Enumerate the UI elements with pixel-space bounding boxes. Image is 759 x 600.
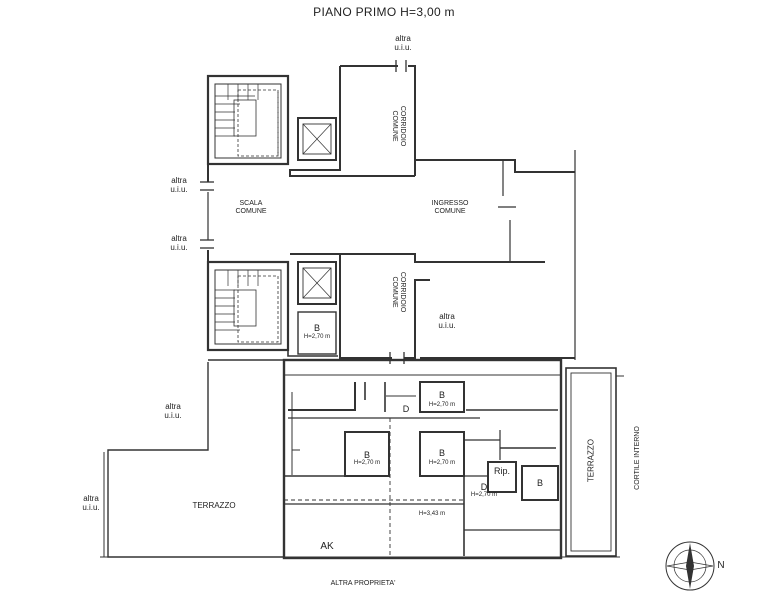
- label-altra-uiu-top: altra u.i.u.: [394, 34, 412, 53]
- label-altra-uiu-mid: altra u.i.u.: [438, 312, 456, 331]
- label-ak: AK: [320, 541, 334, 552]
- label-corridoio-comune-1: CORRIDOIO COMUNE: [391, 105, 407, 147]
- room-b1-letter: B: [313, 323, 320, 333]
- room-b5-letter: B: [536, 478, 543, 488]
- upper-stair-block: [206, 74, 290, 166]
- lower-stair-block: [206, 260, 290, 352]
- room-b2-letter: B: [438, 390, 445, 400]
- label-north: N: [717, 560, 725, 571]
- room-d2-letter: D: [480, 482, 488, 492]
- room-d1-letter: D: [402, 404, 410, 414]
- label-terrazzo-right: TERRAZZO: [586, 439, 596, 483]
- apartment-walls: [282, 358, 563, 560]
- room-b4-height: H=2,70 m: [428, 460, 456, 466]
- label-altra-proprieta: ALTRA PROPRIETA': [330, 580, 396, 587]
- label-altra-uiu-left3: altra u.i.u.: [164, 402, 182, 421]
- lower-corridor-walls: [287, 253, 575, 359]
- label-scala-comune: SCALA COMUNE: [235, 200, 267, 216]
- room-d2-height: H=2,70 m: [470, 492, 498, 498]
- door-marks: [200, 60, 516, 364]
- label-cortile-interno: CORTILE INTERNO: [633, 426, 641, 490]
- room-b2-height: H=2,70 m: [428, 402, 456, 408]
- room-b3-letter: B: [363, 450, 370, 460]
- label-altra-uiu-left2: altra u.i.u.: [170, 234, 188, 253]
- label-rip: Rip.: [493, 466, 510, 476]
- page-title: PIANO PRIMO H=3,00 m: [313, 5, 455, 19]
- label-altra-uiu-left4: altra u.i.u.: [82, 494, 100, 513]
- north-compass: [665, 541, 715, 591]
- terrazzo-left: [100, 359, 620, 558]
- terrazzo-right: [565, 367, 624, 557]
- lower-elevator: [297, 261, 337, 305]
- upper-elevator: [297, 117, 337, 161]
- room-b4-letter: B: [438, 448, 445, 458]
- label-terrazzo-left: TERRAZZO: [192, 501, 236, 510]
- label-corridoio-comune-2: CORRIDOIO COMUNE: [391, 271, 407, 313]
- label-ingresso-comune: INGRESSO COMUNE: [431, 200, 469, 216]
- room-main-height: H=3,43 m: [418, 511, 446, 517]
- label-altra-uiu-left1: altra u.i.u.: [170, 176, 188, 195]
- room-b3-height: H=2,70 m: [353, 460, 381, 466]
- upper-corridor-walls: [207, 65, 576, 360]
- room-b1-height: H=2,70 m: [303, 334, 331, 340]
